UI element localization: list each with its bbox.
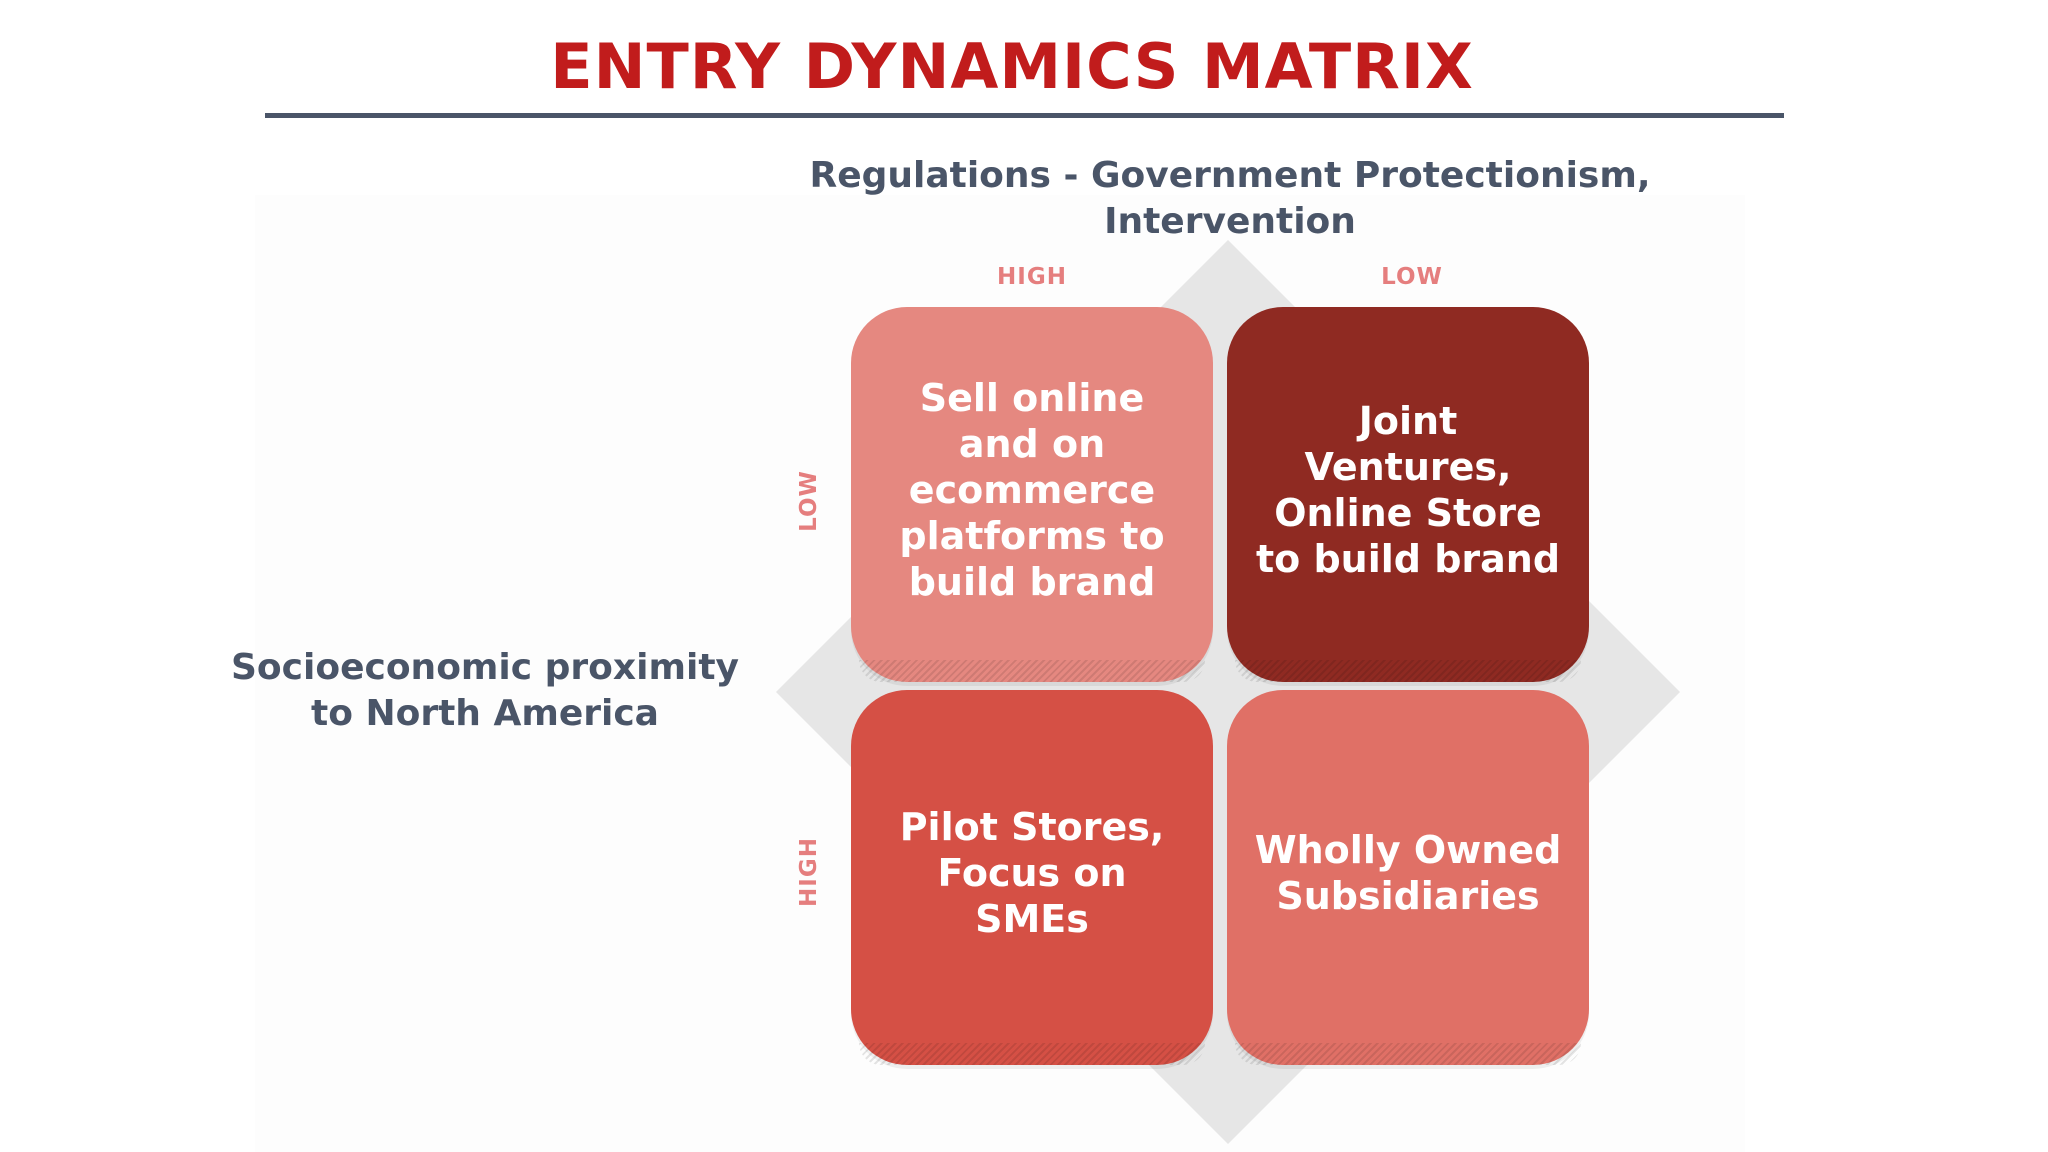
y-axis-title: Socioeconomic proximity to North America bbox=[230, 645, 740, 737]
x-level-low-label: LOW bbox=[1381, 264, 1443, 290]
quadrant-bottom-right-text: Wholly Owned Subsidiaries bbox=[1254, 827, 1562, 918]
quadrant-bottom-left: Pilot Stores, Focus on SMEs bbox=[851, 690, 1213, 1065]
y-axis-title-line-2: to North America bbox=[311, 693, 659, 734]
quadrant-bottom-right: Wholly Owned Subsidiaries bbox=[1227, 690, 1589, 1065]
quadrant-top-left: Sell online and on ecommerce platforms t… bbox=[851, 307, 1213, 682]
quadrant-top-left-text: Sell online and on ecommerce platforms t… bbox=[899, 375, 1165, 604]
y-level-low-label: LOW bbox=[796, 470, 822, 532]
quadrant-bottom-left-text: Pilot Stores, Focus on SMEs bbox=[899, 804, 1165, 941]
quadrant-top-right-text: Joint Ventures, Online Store to build br… bbox=[1255, 398, 1561, 581]
y-level-high-label: HIGH bbox=[796, 837, 822, 907]
x-level-high-label: HIGH bbox=[997, 264, 1067, 290]
quadrant-top-right: Joint Ventures, Online Store to build br… bbox=[1227, 307, 1589, 682]
page-title: ENTRY DYNAMICS MATRIX bbox=[550, 30, 1474, 103]
title-divider bbox=[265, 113, 1784, 118]
x-axis-title: Regulations - Government Protectionism, … bbox=[809, 155, 1651, 242]
y-axis-title-line-1: Socioeconomic proximity bbox=[231, 647, 739, 688]
